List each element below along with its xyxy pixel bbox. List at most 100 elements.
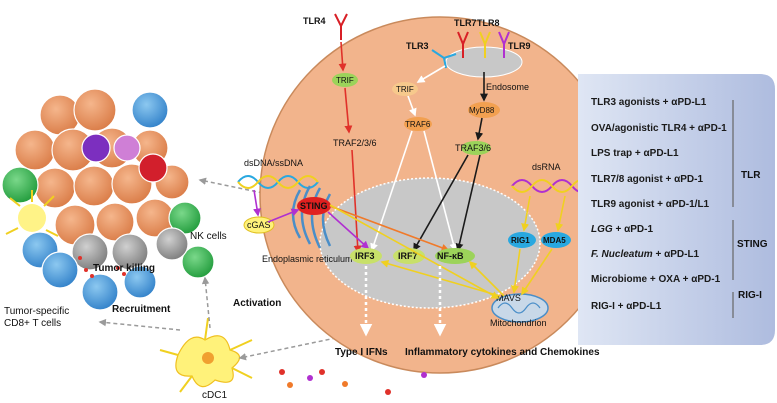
tlr3-label: TLR3 [406, 41, 429, 51]
tlr4-label: TLR4 [303, 16, 326, 26]
ifn-label: Type I IFNs [335, 347, 388, 358]
trif-tlr3-label: TRIF [396, 85, 414, 94]
therapy-row-text: OVA/agonistic TLR4 + αPD-1 [591, 123, 727, 134]
nk-cells-label: NK cells [190, 231, 227, 242]
therapy-row-text: TLR9 agonist + αPD-1/L1 [591, 199, 710, 210]
irf3-node [350, 248, 382, 264]
mito-label: Mitochondrion [490, 318, 547, 328]
therapy-row: TLR9 agonist + αPD-1/L1 [591, 199, 710, 210]
therapy-row-text: TLR7/8 agonist + αPD-1 [591, 174, 703, 185]
traf6-node [404, 117, 432, 131]
therapy-row-organism: F. Nucleatum [591, 249, 653, 260]
therapy-row: OVA/agonistic TLR4 + αPD-1 [591, 123, 727, 134]
tlr3-receptor-icon [431, 49, 457, 69]
nk-cell-bottom [181, 245, 215, 279]
traf36-label: TRAF3/6 [455, 143, 491, 153]
tumor-cluster [1, 88, 215, 311]
tlr9-receptor-icon [498, 31, 510, 58]
immune-cell-blue [131, 91, 169, 129]
trif-tlr4-label: TRIF [336, 76, 354, 85]
tlr9-label: TLR9 [508, 41, 531, 51]
dsdna-label: dsDNA/ssDNA [244, 158, 303, 168]
er-label-line: Endoplasmic reticulum [262, 254, 353, 264]
irf7-label: IRF7 [398, 251, 418, 261]
recruitment-label: Recruitment [112, 304, 171, 315]
nfkb-label: NF-κB [437, 251, 464, 261]
traf36-node [461, 141, 491, 155]
tlr7-label: TLR7 [454, 18, 477, 28]
sting-node [297, 197, 331, 215]
trif-node [332, 73, 358, 87]
output-arrows [359, 266, 447, 337]
tlr7-receptor-icon [457, 31, 469, 58]
mavs-label: MAVS [496, 293, 521, 303]
cgas-label: cGAS [247, 220, 271, 230]
therapy-row: LPS trap + αPD-L1 [591, 148, 679, 159]
rna-helix-icon [511, 179, 589, 193]
sting-label: STING [300, 201, 328, 211]
therapy-row-text: LPS trap + αPD-L1 [591, 148, 679, 159]
therapy-row: TLR3 agonists + αPD-L1 [591, 97, 707, 108]
group-sting-label: STING [737, 239, 768, 250]
dna-helix-icon [237, 175, 319, 189]
cd8-t-cell [123, 265, 157, 299]
cdc1-label: cDC1 [202, 390, 227, 401]
cytokines-label: Inflammatory cytokines and Chemokines [405, 347, 600, 358]
yellow-arrows [380, 195, 566, 297]
tumor-killing-label: Tumor killing [93, 263, 155, 274]
therapy-row-organism: LGG [591, 224, 613, 235]
black-arrows [413, 72, 488, 252]
therapy-row-text: Microbiome + OXA + αPD-1 [591, 274, 721, 285]
immune-cell-red [138, 153, 168, 183]
rig1-label: RIG1 [511, 236, 530, 245]
irf7-node [393, 248, 425, 264]
endosome-label: Endosome [486, 82, 529, 92]
cd8-t-cell [81, 273, 119, 311]
cd8-label-line1: Tumor-specific [4, 306, 69, 317]
mitochondrion-icon [491, 293, 549, 323]
therapy-row: F. Nucleatum + αPD-L1 [591, 249, 700, 260]
therapy-row: Microbiome + OXA + αPD-1 [591, 274, 721, 285]
dsrna-label: dsRNA [532, 162, 561, 172]
therapy-row: RIG-I + αPD-L1 [591, 301, 662, 312]
trif-node-tlr3 [392, 82, 418, 96]
tlr4-receptor-icon [334, 13, 348, 40]
therapy-row-text: + αPD-L1 [653, 249, 700, 260]
activated-dc-icon [5, 190, 59, 237]
group-rigi-label: RIG-I [738, 290, 762, 301]
therapy-panel [578, 74, 775, 345]
traf6-label: TRAF6 [405, 120, 431, 129]
tlr8-receptor-icon [479, 31, 491, 58]
mda5-label: MDA5 [543, 236, 566, 245]
therapy-row-text: RIG-I + αPD-L1 [591, 301, 662, 312]
therapy-row: TLR7/8 agonist + αPD-1 [591, 174, 703, 185]
myd88-label: MyD88 [469, 106, 495, 115]
rig1-node [508, 232, 536, 248]
myd88-node [468, 102, 500, 118]
cd8-label-line2: CD8+ T cells [4, 318, 61, 329]
mda5-node [541, 232, 571, 248]
group-tlr-label: TLR [741, 170, 761, 181]
sting-to-mavs-arrow [329, 204, 500, 299]
tlr4-arrows [338, 41, 362, 254]
therapy-row-text: TLR3 agonists + αPD-L1 [591, 97, 707, 108]
nfkb-node [435, 248, 475, 264]
activation-label: Activation [233, 298, 281, 309]
cdc1-cell [159, 317, 253, 393]
dead-tumor-cell [155, 227, 189, 261]
cytotoxic-granules [78, 256, 126, 278]
cd8-t-cell [41, 251, 79, 289]
immune-cell-pink [113, 134, 141, 162]
therapy-row-text: + αPD-1 [613, 224, 654, 235]
therapy-row: LGG + αPD-1 [591, 224, 653, 235]
cytokine-dots [279, 369, 427, 395]
tlr8-label: TLR8 [477, 18, 500, 28]
sting-arrows [253, 189, 450, 252]
cgas-node [243, 216, 275, 234]
white-arrows [370, 65, 458, 252]
irf3-label: IRF3 [355, 251, 375, 261]
immune-cell-green [1, 166, 39, 204]
